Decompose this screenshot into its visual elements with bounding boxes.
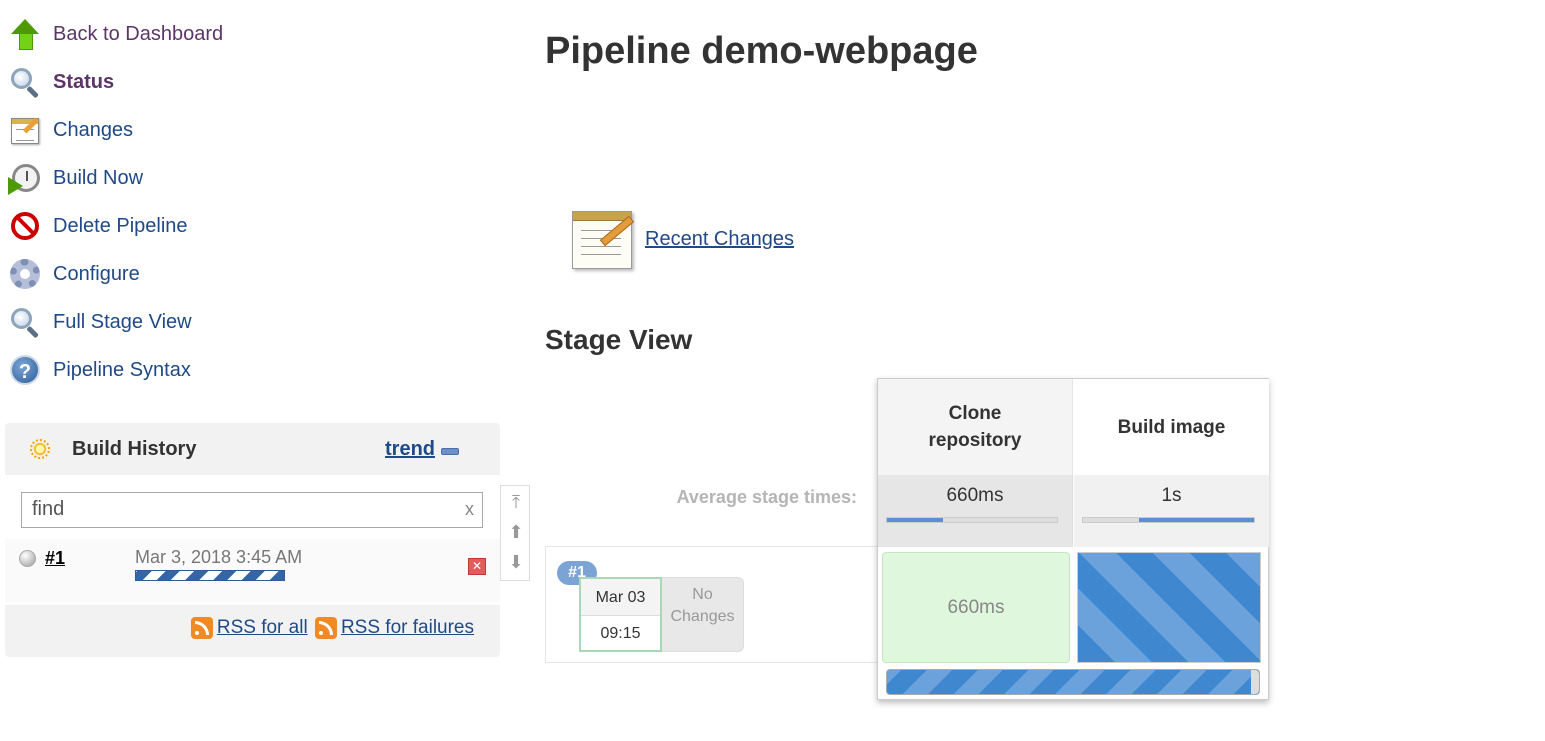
gear-icon (8, 257, 42, 291)
page-up-icon[interactable]: ⬆ (508, 522, 524, 542)
sidebar-item-build-now[interactable]: Build Now (8, 158, 143, 198)
rss-icon (190, 617, 213, 639)
run-time: 09:15 (600, 625, 641, 642)
sidebar-item-changes[interactable]: Changes (8, 110, 133, 150)
sidebar-item-label: Delete Pipeline (53, 214, 188, 237)
stage-cell-in-progress[interactable] (1077, 552, 1261, 663)
build-history-title: Build History (72, 438, 197, 460)
rss-icon (314, 617, 337, 639)
average-stage-times-label: Average stage times: (676, 487, 857, 507)
sidebar-item-back-to-dashboard[interactable]: Back to Dashboard (8, 14, 223, 54)
stage-name-line1: Clone (948, 403, 1002, 424)
row-divider (545, 546, 880, 547)
build-number-link[interactable]: #1 (45, 548, 66, 568)
help-icon: ? (8, 353, 42, 387)
rss-all-link[interactable]: RSS for all (216, 617, 308, 639)
sidebar-item-label: Pipeline Syntax (53, 358, 191, 381)
cancel-build-icon[interactable]: ✕ (468, 558, 486, 575)
page-title: Pipeline demo-webpage (545, 30, 978, 72)
magnifier-icon (8, 305, 42, 339)
stage-view-table: Clone repository Build image 660ms 1s 66… (877, 378, 1269, 700)
no-entry-icon (8, 209, 42, 243)
sidebar-item-delete-pipeline[interactable]: Delete Pipeline (8, 206, 188, 246)
rss-links: RSS for all RSS for failures (190, 617, 476, 639)
build-row: #1 Mar 3, 2018 3:45 AM ✕ (5, 539, 500, 602)
trend-link[interactable]: trend (385, 438, 435, 460)
arrow-up-icon (8, 17, 42, 51)
run-progress-bar (886, 669, 1260, 695)
search-placeholder: find (32, 498, 65, 520)
avg-time-value: 660ms (946, 485, 1004, 506)
row-divider (545, 662, 880, 663)
notepad-icon (570, 205, 636, 271)
build-history-header: Build History trend (5, 423, 500, 475)
build-progress-bar[interactable] (135, 570, 285, 581)
avg-time-clone-repository: 660ms (878, 475, 1073, 547)
sidebar-item-pipeline-syntax[interactable]: ? Pipeline Syntax (8, 350, 191, 390)
build-history-footer: RSS for all RSS for failures (5, 605, 500, 657)
stage-header-build-image: Build image (1074, 379, 1269, 475)
avg-time-value: 1s (1161, 485, 1182, 506)
page-down-icon[interactable]: ⬇ (508, 552, 524, 572)
sidebar-item-label: Changes (53, 118, 134, 141)
build-history-widget: Build History trend find x #1 Mar 3, 201… (5, 423, 500, 657)
page-top-icon[interactable]: ⤒ (512, 492, 520, 512)
build-history-pager: ⤒ ⬆ ⬇ (500, 485, 530, 581)
collapse-toggle-icon[interactable] (441, 448, 459, 455)
stage-name-line2: repository (928, 430, 1022, 451)
notepad-icon (8, 113, 42, 147)
clear-search-icon[interactable]: x (465, 499, 474, 519)
sidebar-item-configure[interactable]: Configure (8, 254, 140, 294)
build-date: Mar 3, 2018 3:45 AM (135, 547, 303, 567)
sidebar-item-status[interactable]: Status (8, 62, 114, 102)
sidebar-item-label: Build Now (53, 166, 144, 189)
stage-name: Build image (1117, 416, 1226, 438)
changes-text-line2: Changes (670, 608, 735, 625)
build-status-ball-icon (19, 550, 36, 567)
avg-time-bar (886, 517, 1058, 523)
row-divider (545, 546, 546, 663)
clock-play-icon (8, 161, 42, 195)
run-changes[interactable]: No Changes (662, 577, 744, 652)
avg-time-build-image: 1s (1074, 475, 1269, 547)
changes-text-line1: No (692, 586, 713, 603)
sidebar-item-full-stage-view[interactable]: Full Stage View (8, 302, 192, 342)
run-date-box: Mar 03 09:15 (579, 577, 662, 652)
sidebar-item-label: Configure (53, 262, 140, 285)
rss-failures-link[interactable]: RSS for failures (340, 617, 474, 639)
build-search-input[interactable]: find x (21, 492, 483, 528)
recent-changes-link[interactable]: Recent Changes (645, 228, 794, 250)
run-date: Mar 03 (581, 579, 660, 616)
sidebar-item-label: Status (53, 70, 115, 93)
build-history-body: find x #1 Mar 3, 2018 3:45 AM ✕ (5, 475, 500, 605)
stage-header-clone-repository: Clone repository (878, 379, 1073, 475)
stage-view-title: Stage View (545, 324, 693, 355)
magnifier-icon (8, 65, 42, 99)
sidebar-item-label: Back to Dashboard (53, 22, 224, 45)
avg-time-bar (1082, 517, 1255, 523)
stage-cell-success[interactable]: 660ms (882, 552, 1070, 663)
sun-icon (30, 439, 50, 459)
sidebar-item-label: Full Stage View (53, 310, 192, 333)
